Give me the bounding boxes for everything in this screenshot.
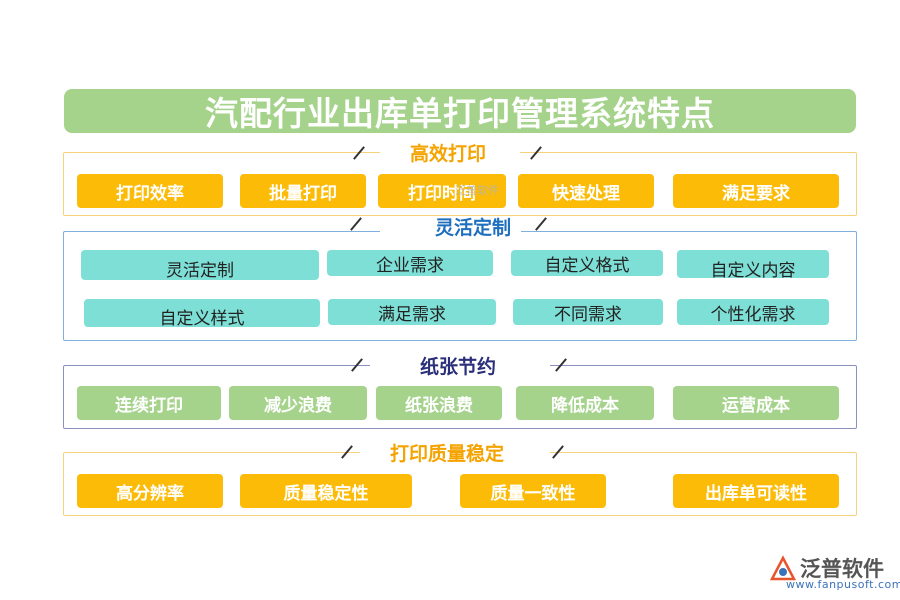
brand-url: www.fanpusoft.com	[786, 578, 900, 591]
chip-quality-stability: 质量稳定性	[240, 474, 412, 508]
watermark-text: 泛普软件	[455, 184, 499, 197]
chip-different-needs: 不同需求	[513, 299, 663, 325]
chip-paper-waste: 纸张浪费	[376, 386, 502, 420]
page-title: 汽配行业出库单打印管理系统特点	[64, 89, 856, 133]
section-label-efficient-printing: 高效打印	[399, 142, 497, 166]
chip-flexible-customization: 灵活定制	[81, 250, 319, 281]
chip-batch-printing: 批量打印	[240, 174, 366, 208]
chip-reduce-cost: 降低成本	[516, 386, 654, 420]
chip-high-resolution: 高分辨率	[77, 474, 223, 508]
slash-decoration	[535, 217, 547, 231]
chip-custom-format: 自定义格式	[511, 250, 663, 276]
chip-quality-consistency: 质量一致性	[460, 474, 606, 508]
chip-enterprise-demand: 企业需求	[327, 250, 493, 276]
section-label-flexible-customization: 灵活定制	[424, 216, 522, 240]
chip-continuous-printing: 连续打印	[77, 386, 221, 420]
chip-custom-content: 自定义内容	[677, 250, 829, 281]
fanpu-logo-icon	[769, 555, 797, 581]
chip-meet-requirements: 满足要求	[673, 174, 839, 208]
chip-custom-style: 自定义样式	[84, 299, 320, 329]
section-label-paper-saving: 纸张节约	[409, 355, 507, 379]
chip-fast-processing: 快速处理	[518, 174, 654, 208]
chip-reduce-waste: 减少浪费	[229, 386, 367, 420]
section-label-stable-print-quality: 打印质量稳定	[379, 442, 515, 466]
chip-operating-cost: 运营成本	[673, 386, 839, 420]
chip-print-efficiency: 打印效率	[77, 174, 223, 208]
chip-meet-needs: 满足需求	[328, 299, 496, 325]
brand-name: 泛普软件	[800, 557, 884, 581]
chip-personalized-needs: 个性化需求	[677, 299, 829, 325]
chip-document-readability: 出库单可读性	[673, 474, 839, 508]
chip-print-time: 打印时间	[378, 174, 506, 208]
slash-decoration	[350, 217, 362, 231]
